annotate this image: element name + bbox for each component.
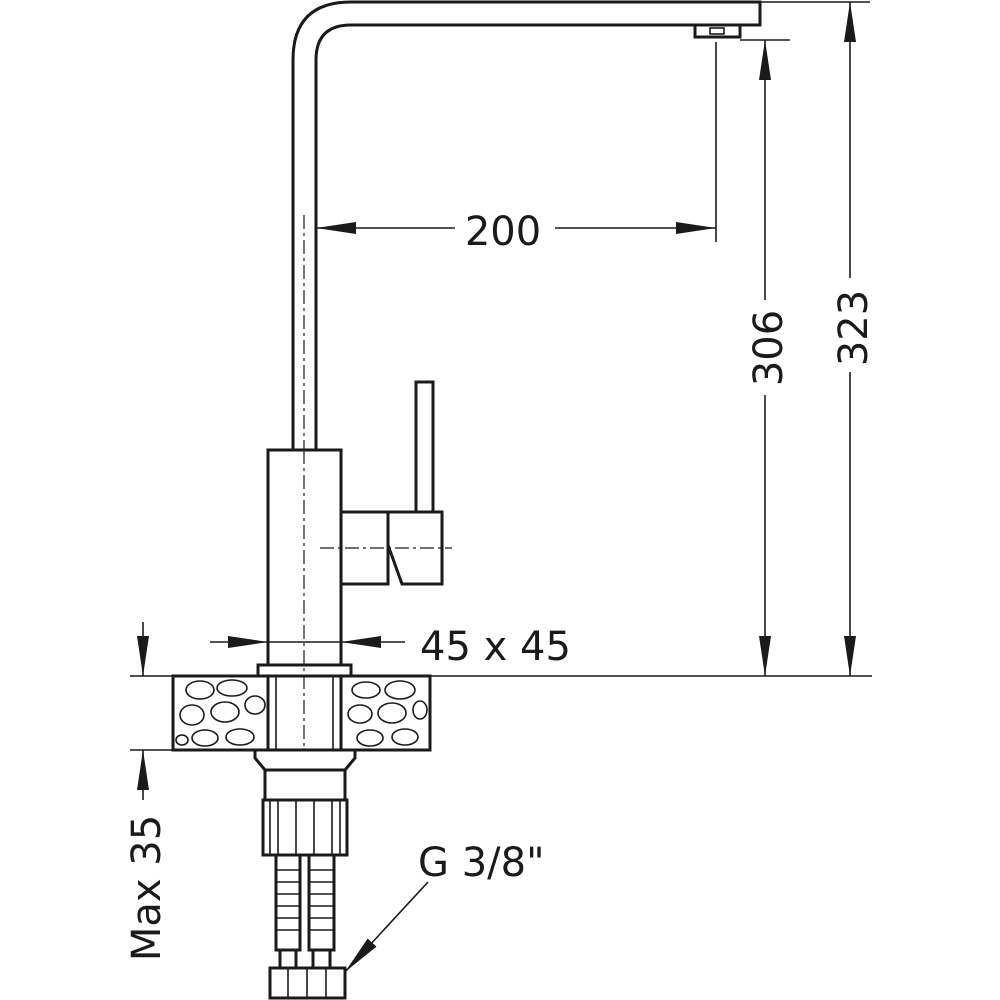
extension-lines (430, 1, 872, 677)
counter-thickness-dimension: Max 35 (124, 622, 173, 961)
total-height-label: 323 (831, 290, 877, 366)
faucet-body (256, 448, 353, 750)
lever-handle (320, 380, 452, 586)
total-height-dimension: 323 (831, 2, 877, 676)
counter-thickness-label: Max 35 (124, 815, 170, 961)
reach-label: 200 (465, 209, 541, 255)
outlet-height-label: 306 (746, 310, 792, 386)
connection-callout: G 3/8" (344, 840, 544, 973)
connection-label: G 3/8" (418, 840, 544, 886)
base-size-dimension: 45 x 45 (210, 624, 571, 670)
spout (291, 0, 762, 450)
outlet-height-dimension: 306 (746, 40, 792, 676)
stone-pattern (175, 679, 428, 747)
supply-hoses (268, 853, 347, 1000)
mounting-fittings (253, 748, 357, 857)
base-size-label: 45 x 45 (420, 624, 571, 670)
countertop (171, 674, 432, 752)
reach-dimension: 200 (316, 42, 717, 255)
